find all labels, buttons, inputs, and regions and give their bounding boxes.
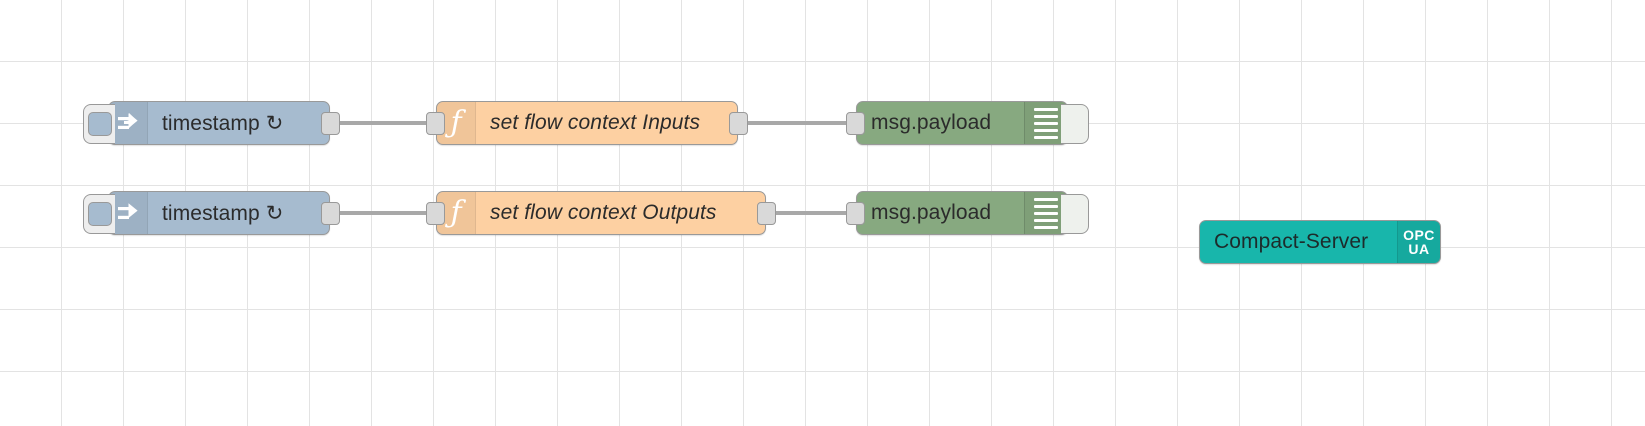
inject-arrow-icon bbox=[109, 102, 148, 144]
node-opcua-compact-server[interactable]: Compact-Server OPC UA bbox=[1199, 220, 1441, 264]
debug-enable-toggle-outputs[interactable] bbox=[1061, 194, 1089, 234]
inject-output-port[interactable] bbox=[321, 112, 340, 135]
debug-lines-icon bbox=[1024, 102, 1067, 144]
function-input-port-outputs[interactable] bbox=[426, 202, 445, 225]
debug-node-label-outputs: msg.payload bbox=[871, 201, 992, 224]
opc-ua-badge-bottom: UA bbox=[1408, 241, 1430, 257]
node-function-set-flow-context-inputs[interactable]: ƒ set flow context Inputs bbox=[426, 101, 748, 145]
wire-inject-to-function-outputs[interactable] bbox=[330, 211, 436, 215]
function-output-port-outputs[interactable] bbox=[757, 202, 776, 225]
inject-trigger-button-inner-outputs bbox=[87, 202, 112, 226]
node-debug-msg-payload-outputs[interactable]: msg.payload bbox=[846, 191, 1089, 235]
inject-node-label: timestamp ↻ bbox=[162, 111, 284, 135]
inject-trigger-button[interactable] bbox=[83, 104, 115, 144]
function-input-port[interactable] bbox=[426, 112, 445, 135]
debug-lines-icon-outputs bbox=[1024, 192, 1067, 234]
wire-function-to-debug-outputs[interactable] bbox=[766, 211, 856, 215]
debug-enable-toggle[interactable] bbox=[1061, 104, 1089, 144]
opcua-node-label: Compact-Server bbox=[1214, 230, 1369, 253]
node-inject-timestamp-outputs[interactable]: timestamp ↻ bbox=[83, 191, 340, 235]
debug-input-port[interactable] bbox=[846, 112, 865, 135]
wire-function-to-debug-inputs[interactable] bbox=[738, 121, 856, 125]
debug-input-port-outputs[interactable] bbox=[846, 202, 865, 225]
node-function-set-flow-context-outputs[interactable]: ƒ set flow context Outputs bbox=[426, 191, 776, 235]
opc-ua-badge-icon: OPC UA bbox=[1397, 221, 1440, 263]
inject-trigger-button-outputs[interactable] bbox=[83, 194, 115, 234]
function-node-label: set flow context Inputs bbox=[490, 111, 701, 134]
node-debug-msg-payload[interactable]: msg.payload bbox=[846, 101, 1089, 145]
inject-arrow-icon-outputs bbox=[109, 192, 148, 234]
opc-ua-badge-top: OPC bbox=[1403, 226, 1435, 243]
function-output-port[interactable] bbox=[729, 112, 748, 135]
node-inject-timestamp[interactable]: timestamp ↻ bbox=[83, 101, 340, 145]
debug-node-label: msg.payload bbox=[871, 111, 992, 134]
wire-inject-to-function-inputs[interactable] bbox=[330, 121, 436, 125]
inject-node-label-outputs: timestamp ↻ bbox=[162, 201, 284, 225]
inject-trigger-button-inner bbox=[87, 112, 112, 136]
inject-output-port-outputs[interactable] bbox=[321, 202, 340, 225]
function-node-label-outputs: set flow context Outputs bbox=[490, 201, 717, 224]
